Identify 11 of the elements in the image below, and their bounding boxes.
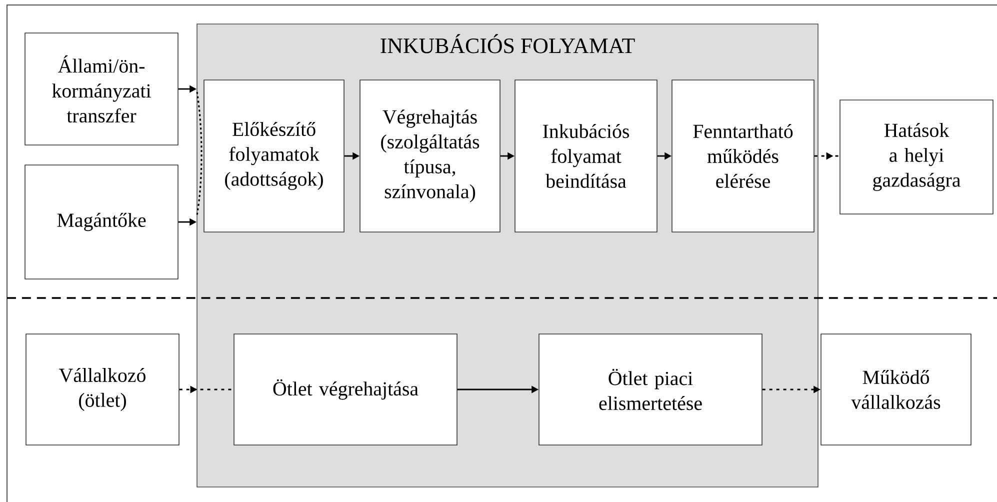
process-box: Állami/ön-kormányzati transzfer xyxy=(24,32,178,146)
process-box: Magántőke xyxy=(24,164,178,280)
process-box: Ötlet piaci elismertetése xyxy=(538,334,762,446)
process-box: Vállalkozó (ötlet) xyxy=(26,334,180,446)
process-box: Fenntartható működés elérése xyxy=(672,80,814,232)
process-box: Előkészítő folyamatok (adottságok) xyxy=(204,80,344,232)
process-box: Inkubációs folyamat beindítása xyxy=(514,80,658,232)
process-box: Hatások a helyi gazdaságra xyxy=(840,100,994,214)
process-box: Ötlet végrehajtása xyxy=(234,334,458,446)
process-box: Működő vállalkozás xyxy=(820,334,972,446)
process-box: Végrehajtás (szolgáltatás típusa, színvonala) xyxy=(360,80,500,232)
